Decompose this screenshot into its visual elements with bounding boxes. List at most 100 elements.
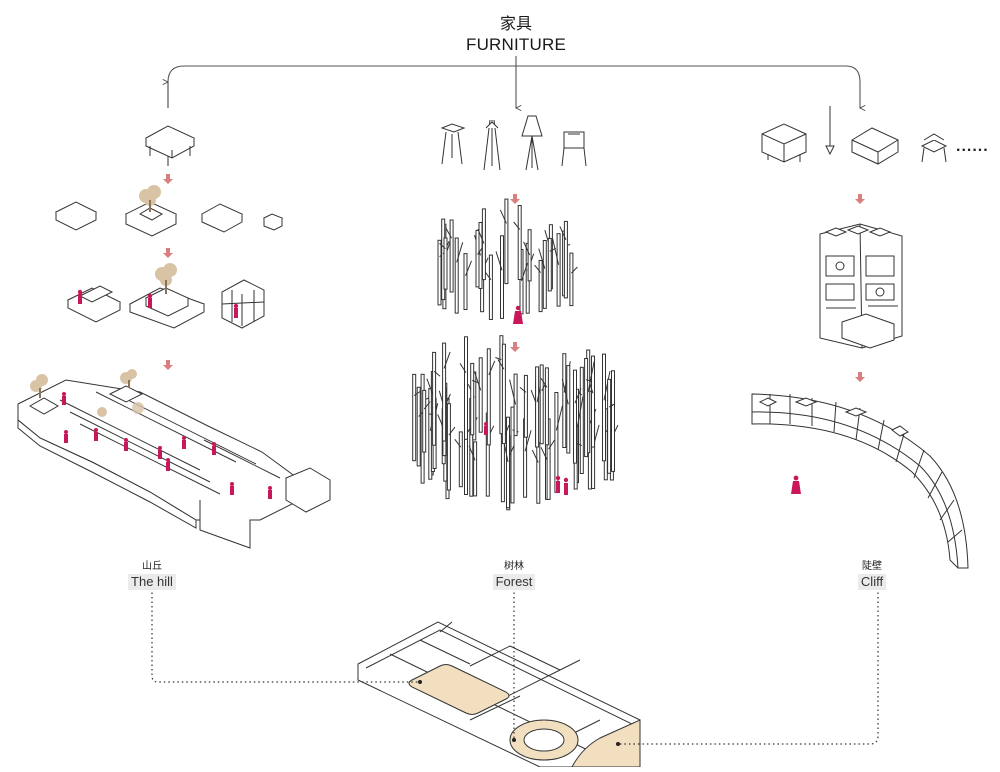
hill-assembly-row [66,279,265,329]
tree-branch [477,228,485,244]
tree-pole [607,378,612,474]
tree-pole [544,367,549,446]
hill-landscape [17,379,331,549]
tree-pole [591,355,595,448]
hill-table-icon [144,125,196,166]
label-forest-en: Forest [492,574,536,590]
label-cliff-en: Cliff [857,574,887,590]
site-zone-forest [509,719,579,761]
tree-branch [571,266,578,274]
tree-icon [139,185,161,212]
tree-pole [523,374,528,438]
tree-pole [473,441,478,497]
tree-branch [552,238,560,266]
tree-pole [513,373,518,437]
label-cliff: 陡壁 Cliff [812,560,932,591]
tree-pole [527,229,532,282]
more-furniture-ellipsis: ...... [956,138,989,155]
tree-branch [459,363,467,373]
tree-pole [563,220,568,299]
tree-branch [433,370,441,377]
tree-pole [443,237,448,290]
tree-pole [488,254,493,321]
tree-branch [521,262,528,282]
tree-branch [497,359,505,370]
tree-pole [538,260,543,313]
flow-arrow [163,360,173,370]
tree-pole [517,205,522,280]
person-figure [62,392,272,499]
tree-pole [475,229,480,288]
tree-branch [519,387,527,393]
leader-dots [418,680,620,746]
title-english: FURNITURE [465,35,566,54]
tree-branch [495,357,502,361]
tree-pole [500,235,504,319]
flow-arrow [855,372,865,382]
tree-pole [442,342,447,442]
hill-modules-row [54,201,284,237]
tree-branch [531,449,539,463]
tree-branch [540,377,548,388]
furniture-title: 家具 FURNITURE [416,14,616,56]
tree-branch [439,243,446,250]
tree-branch [555,405,563,431]
tree-pole [579,366,584,474]
flow-arrow [510,342,520,352]
tree-pole [556,233,561,307]
tree-pole [535,366,540,448]
tree-branch [474,372,482,391]
tree-branch [443,351,451,369]
tree-pole [562,353,567,449]
tree-pole [449,219,454,293]
tree-branch [603,370,611,401]
person-figure [791,475,801,494]
tree-pole [539,364,544,445]
tree-pole [454,237,459,314]
flow-arrow [510,194,520,204]
tree-pole [547,237,552,292]
tree-branch [587,361,595,393]
tree-pole [542,240,547,309]
tree-pole [432,351,437,446]
label-forest: 树林 Forest [454,560,574,591]
tree-branch [574,388,582,404]
tree-branch [538,248,546,269]
tree-pole [486,348,491,446]
tree-branch [608,403,616,408]
flow-arrow [163,248,173,258]
label-hill-en: The hill [128,574,176,590]
tree-branch [561,378,569,405]
person-figure [484,422,569,495]
tree-branch [540,447,548,461]
tree-pole [446,403,451,491]
tree-branch [548,439,556,450]
leader-lines [151,588,879,745]
tree-branch [426,378,434,395]
tree-branch [499,209,507,224]
forest-ring [412,335,619,511]
tree-branch [413,390,421,397]
tree-pole [506,416,510,509]
tree-branch [454,438,462,448]
forest-furniture-icons [440,115,587,171]
tree-icon [155,263,177,294]
tree-pole [566,365,571,454]
label-cliff-zh: 陡壁 [862,561,882,572]
tree-pole [478,357,483,433]
tree-branch [423,401,431,410]
tree-pole [412,373,417,462]
tree-pole [602,353,606,462]
branch-connector [168,56,860,108]
cliff-furniture-icons [761,106,948,165]
tree-branch [524,430,532,452]
tree-pole [573,369,577,464]
tree-branch [559,226,567,241]
tree-pole [584,358,589,458]
flow-arrow [163,174,173,184]
tree-pole [536,442,541,504]
tree-branch [472,379,479,384]
person-figure [513,305,523,324]
tree-branch [534,264,541,273]
tree-branch [445,227,453,239]
